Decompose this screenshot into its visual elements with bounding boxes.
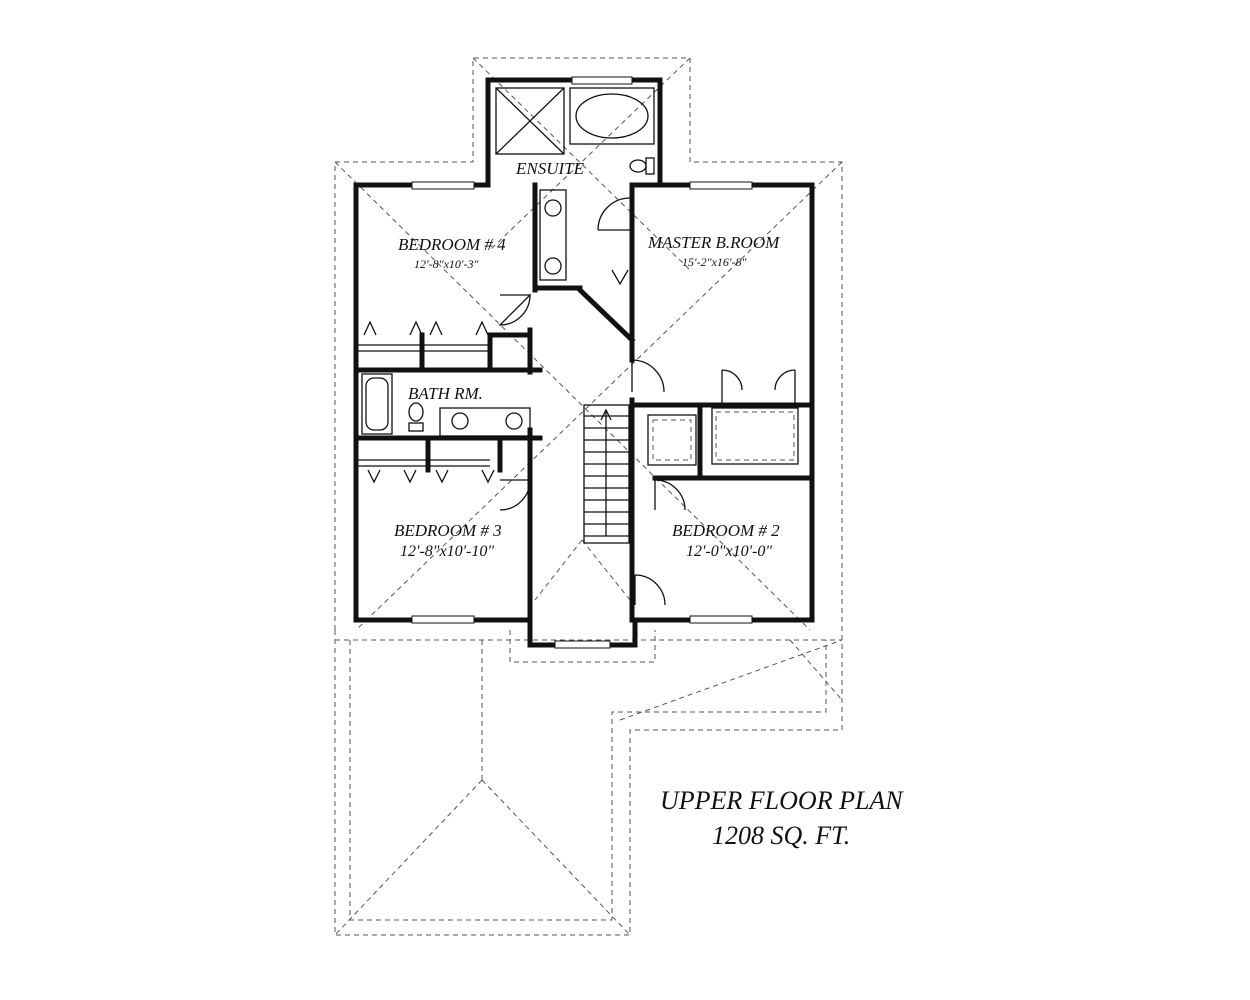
doors bbox=[498, 197, 796, 606]
interior-walls bbox=[353, 182, 815, 623]
bath-fixtures bbox=[361, 373, 531, 437]
bath-label: BATH RM. bbox=[408, 384, 483, 403]
windows bbox=[411, 76, 753, 649]
bedroom3-label: BEDROOM # 3 bbox=[394, 521, 502, 540]
roof-outline-lower bbox=[334, 630, 843, 936]
bedroom3-size: 12'-8"x10'-10" bbox=[400, 543, 494, 560]
stair bbox=[583, 404, 630, 544]
bedroom2-label: BEDROOM # 2 bbox=[672, 521, 780, 540]
plan-title: UPPER FLOOR PLAN bbox=[660, 786, 904, 815]
plan-area: 1208 SQ. FT. bbox=[712, 821, 850, 850]
bedroom2-size: 12'-0"x10'-0" bbox=[686, 543, 772, 560]
master-bedroom-label: MASTER B.ROOM bbox=[647, 233, 780, 252]
ensuite-label: ENSUITE bbox=[515, 159, 585, 178]
bedroom4-size: 12'-8"x10'-3" bbox=[414, 257, 479, 271]
closets bbox=[358, 269, 799, 484]
roof-outline-upper bbox=[334, 57, 843, 663]
ensuite-fixtures bbox=[495, 87, 655, 281]
bedroom4-label: BEDROOM # 4 bbox=[398, 235, 506, 254]
master-bedroom-size: 15'-2"x16'-8" bbox=[682, 255, 747, 269]
